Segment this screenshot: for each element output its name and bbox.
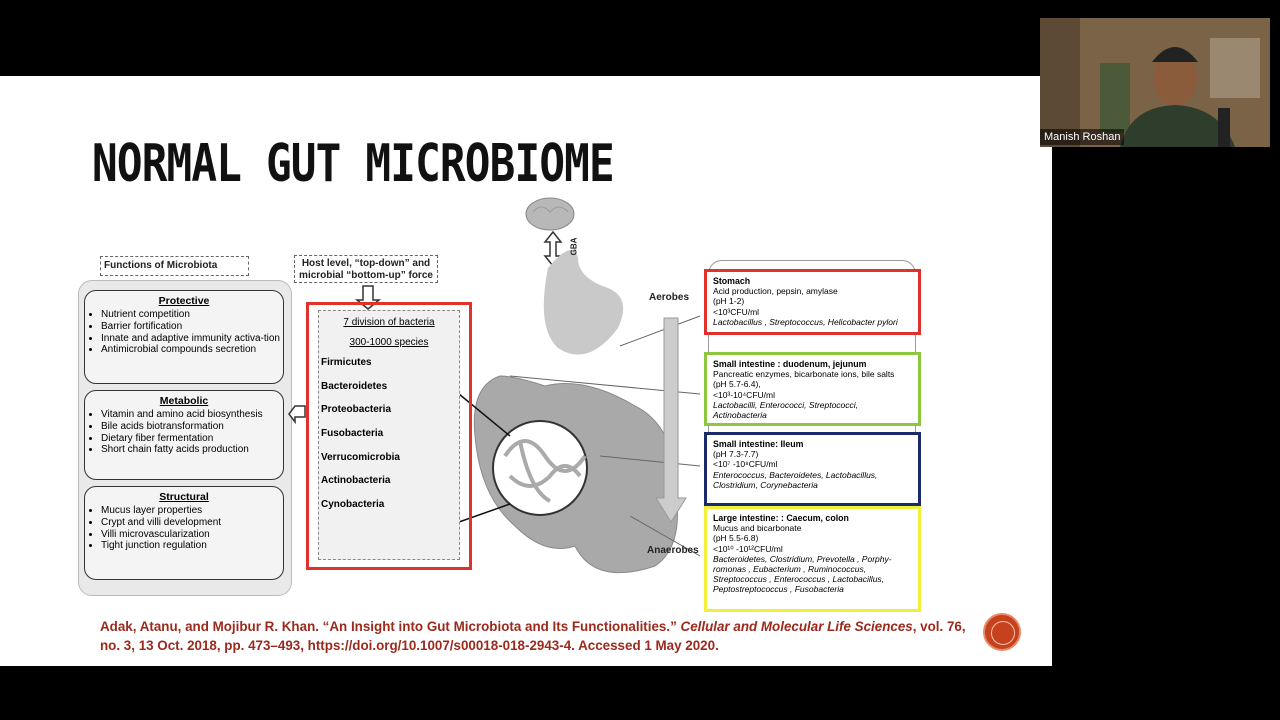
anaerobes-label: Anaerobes bbox=[647, 545, 699, 556]
region-detail: Mucus and bicarbonate bbox=[713, 523, 802, 534]
region-name: Large intestine: : Caecum, colon bbox=[713, 513, 849, 523]
metabolic-group: Metabolic Vitamin and amino acid biosynt… bbox=[84, 390, 284, 480]
region-detail: Acid production, pepsin, amylase bbox=[713, 286, 838, 297]
list-item: Villi microvascularization bbox=[101, 529, 283, 541]
citation-details: , vol. 76, no. 3, 13 Oct. 2018, pp. 473–… bbox=[100, 619, 966, 653]
phylum: Actinobacteria bbox=[321, 475, 391, 487]
list-item: Mucus layer properties bbox=[101, 505, 283, 517]
region-detail: Pancreatic enzymes, bicarbonate ions, bi… bbox=[713, 369, 895, 380]
slide-title: NORMAL GUT MICROBIOME bbox=[92, 134, 615, 194]
list-item: Short chain fatty acids production bbox=[101, 444, 283, 456]
region-cfu: <10³CFU/ml bbox=[713, 306, 760, 317]
presentation-slide: NORMAL GUT MICROBIOME Functions of Micro… bbox=[0, 76, 1052, 666]
list-item: Bile acids biotransformation bbox=[101, 421, 283, 433]
aerobes-label: Aerobes bbox=[649, 292, 690, 303]
region-ph: (pH 5.7-6.4), bbox=[713, 379, 761, 390]
participant-video-feed bbox=[1040, 18, 1270, 147]
stomach-shape bbox=[543, 250, 624, 355]
gradient-arrow-icon bbox=[655, 317, 687, 523]
region-bacteria: Lactobacilli, Enterococci, Streptococci,… bbox=[713, 399, 859, 421]
region-bacteria: Bacteroidetes, Clostridium, Prevotella ,… bbox=[713, 553, 892, 595]
region-cfu: <10¹⁰ -10¹²CFU/ml bbox=[713, 543, 783, 554]
structural-group: Structural Mucus layer properties Crypt … bbox=[84, 486, 284, 580]
functions-label: Functions of Microbiota bbox=[100, 256, 249, 276]
phyla-species: 300-1000 species bbox=[349, 337, 429, 348]
participant-video-tile[interactable]: Manish Roshan bbox=[1040, 18, 1270, 147]
figure-arrows bbox=[288, 197, 701, 574]
region-stomach: Stomach Acid production, pepsin, amylase… bbox=[704, 269, 921, 335]
phylum: Cynobacteria bbox=[321, 499, 385, 511]
phylum: Fusobacteria bbox=[321, 428, 384, 440]
group-title: Metabolic bbox=[159, 395, 209, 407]
group-title: Protective bbox=[158, 295, 210, 307]
list-item: Tight junction regulation bbox=[101, 540, 283, 552]
list-item: Antimicrobial compounds secretion bbox=[101, 344, 283, 356]
region-ph: (pH 5.5-6.8) bbox=[713, 533, 759, 544]
region-cfu: <10⁷ -10⁸CFU/ml bbox=[713, 459, 778, 470]
list-item: Vitamin and amino acid biosynthesis bbox=[101, 409, 283, 421]
list-item: Nutrient competition bbox=[101, 309, 283, 321]
brain-icon bbox=[525, 197, 575, 231]
region-name: Small intestine : duodenum, jejunum bbox=[713, 359, 867, 369]
left-arrow-icon bbox=[288, 405, 306, 425]
region-large-intestine: Large intestine: : Caecum, colon Mucus a… bbox=[704, 506, 921, 612]
citation-journal: Cellular and Molecular Life Sciences bbox=[680, 619, 913, 634]
protective-group: Protective Nutrient competition Barrier … bbox=[84, 290, 284, 384]
list-item: Dietary fiber fermentation bbox=[101, 433, 283, 445]
list-item: Innate and adaptive immunity activa-tion bbox=[101, 333, 283, 345]
phylum: Proteobacteria bbox=[321, 404, 392, 416]
region-ph: (pH 1-2) bbox=[713, 296, 745, 307]
group-title: Structural bbox=[159, 491, 209, 503]
region-name: Small intestine: Ileum bbox=[713, 439, 804, 449]
phylum: Verrucomicrobia bbox=[321, 451, 400, 463]
gba-label: GBA bbox=[569, 237, 579, 256]
citation-authors-title: Adak, Atanu, and Mojibur R. Khan. “An In… bbox=[100, 619, 677, 634]
list-item: Barrier fortification bbox=[101, 321, 283, 333]
region-bacteria: Enterococcus, Bacteroidetes, Lactobacill… bbox=[713, 469, 878, 490]
phyla-header: 7 division of bacteria bbox=[343, 317, 435, 328]
phyla-red-frame bbox=[306, 302, 472, 570]
participant-name: Manish Roshan bbox=[1040, 129, 1125, 145]
presentation-logo-icon bbox=[983, 613, 1021, 651]
region-ileum: Small intestine: Ileum (pH 7.3-7.7) <10⁷… bbox=[704, 432, 921, 506]
list-item: Crypt and villi development bbox=[101, 517, 283, 529]
citation: Adak, Atanu, and Mojibur R. Khan. “An In… bbox=[100, 617, 980, 655]
host-level-label: Host level, “top-down” and microbial “bo… bbox=[294, 255, 438, 283]
phyla-list: 7 division of bacteria 300-1000 species … bbox=[318, 310, 460, 560]
region-duodenum: Small intestine : duodenum, jejunum Panc… bbox=[704, 352, 921, 426]
region-ph: (pH 7.3-7.7) bbox=[713, 449, 759, 460]
phylum: Bacteroidetes bbox=[321, 380, 388, 392]
region-bacteria: Lactobacillus , Streptococcus, Helicobac… bbox=[713, 316, 898, 327]
region-name: Stomach bbox=[713, 276, 751, 286]
region-cfu: <10³-10⁴CFU/ml bbox=[713, 389, 775, 400]
phylum: Firmicutes bbox=[321, 357, 372, 368]
